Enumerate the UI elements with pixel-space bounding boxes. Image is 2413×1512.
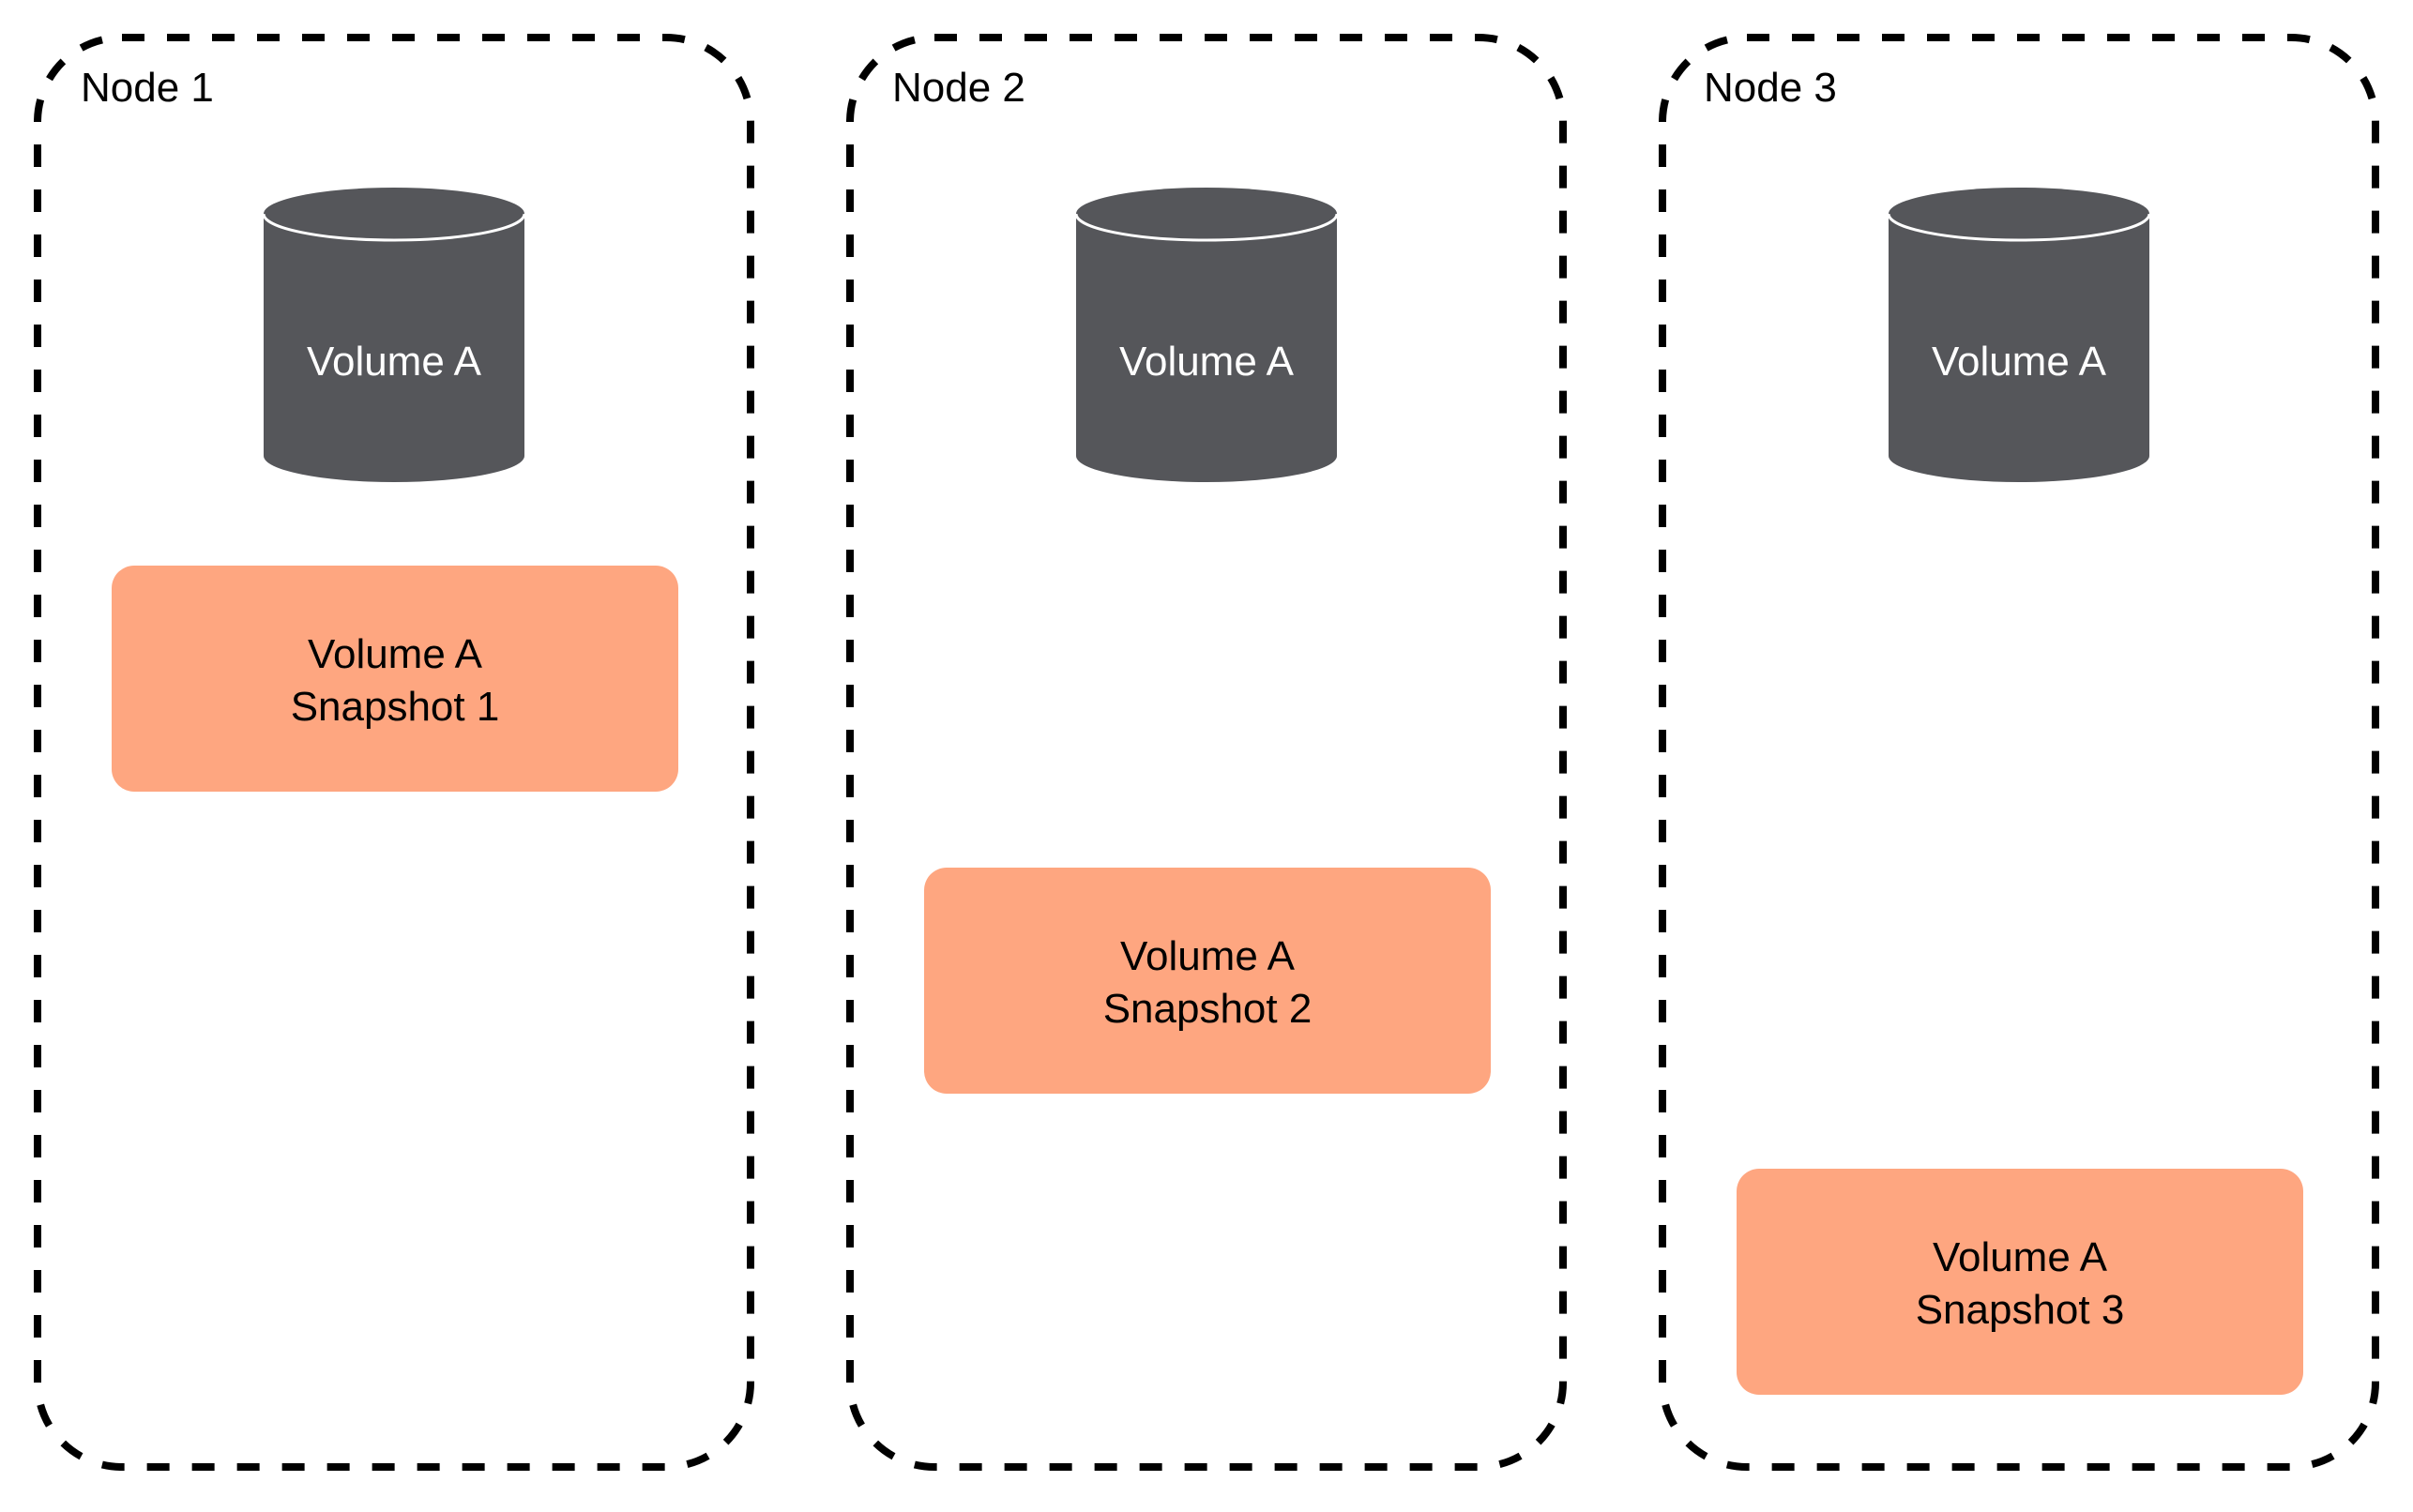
node-1-boundary bbox=[34, 34, 754, 1471]
node-3-label: Node 3 bbox=[1704, 65, 1837, 111]
node-3-boundary bbox=[1659, 34, 2379, 1471]
node-3-snapshot-line1: Volume A bbox=[1933, 1234, 2108, 1280]
node-3-snapshot: Volume A Snapshot 3 bbox=[1737, 1169, 2303, 1395]
node-2-volume: Volume A bbox=[1074, 188, 1339, 482]
database-cylinder-icon bbox=[262, 188, 526, 482]
node-1-snapshot: Volume A Snapshot 1 bbox=[112, 566, 678, 792]
node-3-volume: Volume A bbox=[1887, 188, 2151, 482]
node-2-snapshot-line1: Volume A bbox=[1120, 933, 1296, 979]
node-2-snapshot-line2: Snapshot 2 bbox=[1103, 986, 1313, 1032]
node-2-boundary bbox=[846, 34, 1567, 1471]
node-1-volume-label: Volume A bbox=[307, 339, 482, 385]
database-cylinder-icon bbox=[1074, 188, 1339, 482]
node-1: Node 1 Volume A Volume A Snapshot 1 bbox=[34, 34, 754, 1471]
node-1-volume: Volume A bbox=[262, 188, 526, 482]
node-2-label: Node 2 bbox=[892, 65, 1025, 111]
node-3: Node 3 Volume A Volume A Snapshot 3 bbox=[1659, 34, 2379, 1471]
node-1-snapshot-line1: Volume A bbox=[308, 631, 483, 677]
node-2: Node 2 Volume A Volume A Snapshot 2 bbox=[846, 34, 1567, 1471]
node-3-volume-label: Volume A bbox=[1932, 339, 2107, 385]
node-3-snapshot-line2: Snapshot 3 bbox=[1916, 1287, 2125, 1333]
node-1-label: Node 1 bbox=[81, 65, 214, 111]
node-2-volume-label: Volume A bbox=[1119, 339, 1295, 385]
node-2-snapshot: Volume A Snapshot 2 bbox=[924, 868, 1491, 1094]
database-cylinder-icon bbox=[1887, 188, 2151, 482]
node-1-snapshot-line2: Snapshot 1 bbox=[291, 684, 500, 730]
